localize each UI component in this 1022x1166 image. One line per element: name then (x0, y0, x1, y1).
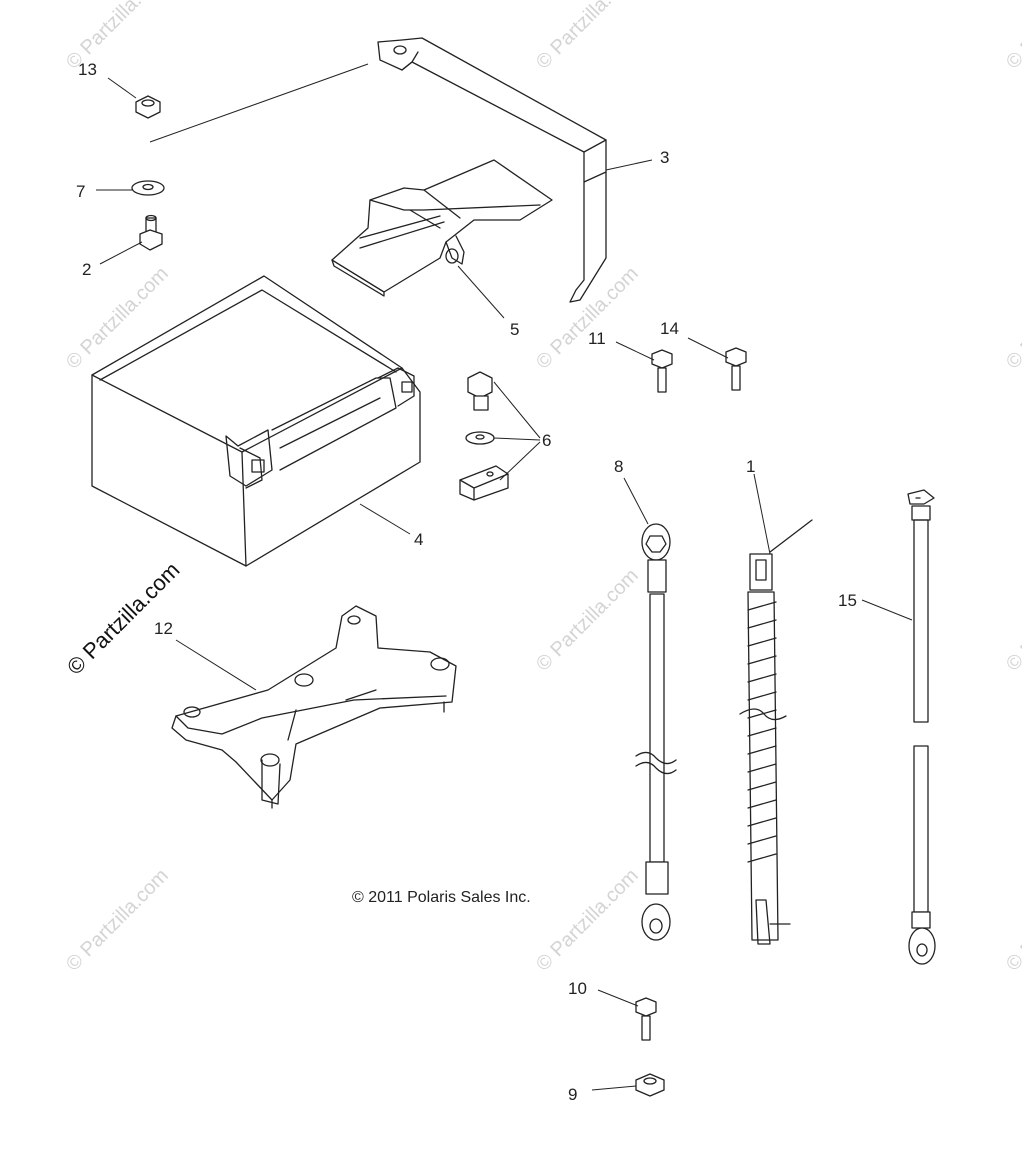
pad-part-5 (331, 159, 553, 297)
tray-part-12 (171, 605, 457, 809)
callout-8: 8 (614, 457, 624, 476)
bracket-part-3 (377, 37, 607, 303)
callout-5: 5 (510, 320, 520, 339)
callout-4: 4 (414, 530, 424, 549)
battery-part-4 (91, 275, 421, 567)
nut-part-9 (635, 1073, 665, 1097)
callout-3: 3 (660, 148, 670, 167)
callout-10: 10 (568, 979, 587, 998)
bolt-part-11 (651, 349, 673, 393)
cable-part-1 (739, 519, 813, 945)
callout-12: 12 (154, 619, 173, 638)
callout-9: 9 (568, 1085, 578, 1104)
callout-13: 13 (78, 60, 97, 79)
callout-11: 11 (588, 329, 606, 348)
bolt-part-14 (725, 347, 747, 391)
bolt-part-2 (139, 214, 163, 251)
callout-15: 15 (838, 591, 857, 610)
bolt-part-10 (635, 997, 657, 1041)
hardware-part-6 (459, 371, 509, 501)
callout-14: 14 (660, 319, 679, 338)
callout-1: 1 (746, 457, 756, 476)
nut-part-13 (135, 95, 161, 119)
copyright-notice: © 2011 Polaris Sales Inc. (352, 889, 531, 906)
callout-7: 7 (76, 182, 86, 201)
callout-2: 2 (82, 260, 92, 279)
callout-6: 6 (542, 431, 552, 450)
cable-part-15 (907, 489, 936, 965)
leader-lines (96, 63, 913, 1091)
cable-part-8 (635, 523, 677, 941)
washer-part-7 (131, 180, 165, 196)
